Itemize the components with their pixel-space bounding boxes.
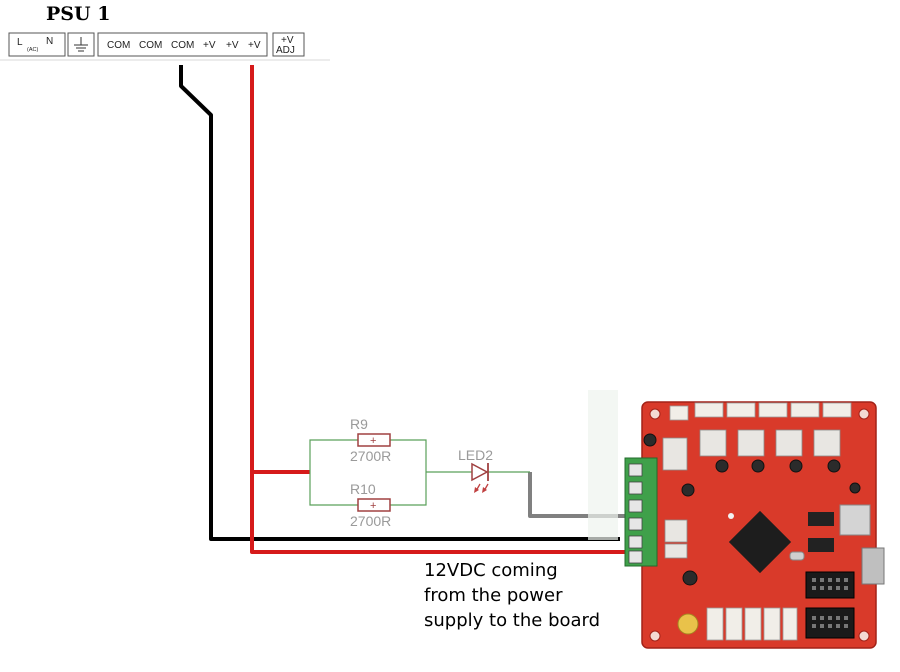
terminal-adj-top: +V xyxy=(281,35,294,46)
r9-value: 2700R xyxy=(350,448,391,464)
controller-board xyxy=(588,390,885,649)
power-terminal-block xyxy=(624,457,658,567)
caption-line-3: supply to the board xyxy=(424,610,600,631)
caption: 12VDC coming from the power supply to th… xyxy=(424,560,600,631)
svg-text:+: + xyxy=(370,435,376,447)
ac-input-terminal xyxy=(8,32,66,57)
r10-value: 2700R xyxy=(350,513,391,529)
dc-output-terminal xyxy=(97,32,268,57)
terminal-n-label: N xyxy=(46,36,53,47)
resistor-r9: + xyxy=(357,433,391,447)
psu-terminal-block: L N (AC) COM COM COM +V +V +V +V ADJ xyxy=(0,32,330,61)
led-icon xyxy=(471,462,489,493)
ground-icon xyxy=(74,37,88,52)
adj-terminal xyxy=(272,32,305,57)
r10-label: R10 xyxy=(350,481,376,497)
terminal-ac-label: (AC) xyxy=(27,47,38,53)
terminal-com-2: COM xyxy=(139,40,162,51)
led-label: LED2 xyxy=(458,447,493,463)
resistor-r10: + xyxy=(357,498,391,512)
r9-label: R9 xyxy=(350,416,368,432)
positive-wire xyxy=(250,65,625,554)
terminal-v-1: +V xyxy=(203,40,216,51)
psu-title: PSU 1 xyxy=(46,3,110,25)
terminal-adj-bottom: ADJ xyxy=(276,45,295,56)
terminal-l-label: L xyxy=(17,37,23,48)
terminal-com-1: COM xyxy=(107,40,130,51)
resistor-led-circuit xyxy=(309,439,530,506)
caption-line-1: 12VDC coming xyxy=(424,560,558,581)
negative-wire xyxy=(179,65,620,541)
terminal-com-3: COM xyxy=(171,40,194,51)
caption-line-2: from the power xyxy=(424,585,563,606)
svg-text:+: + xyxy=(370,500,376,512)
terminal-v-3: +V xyxy=(248,40,261,51)
terminal-v-2: +V xyxy=(226,40,239,51)
